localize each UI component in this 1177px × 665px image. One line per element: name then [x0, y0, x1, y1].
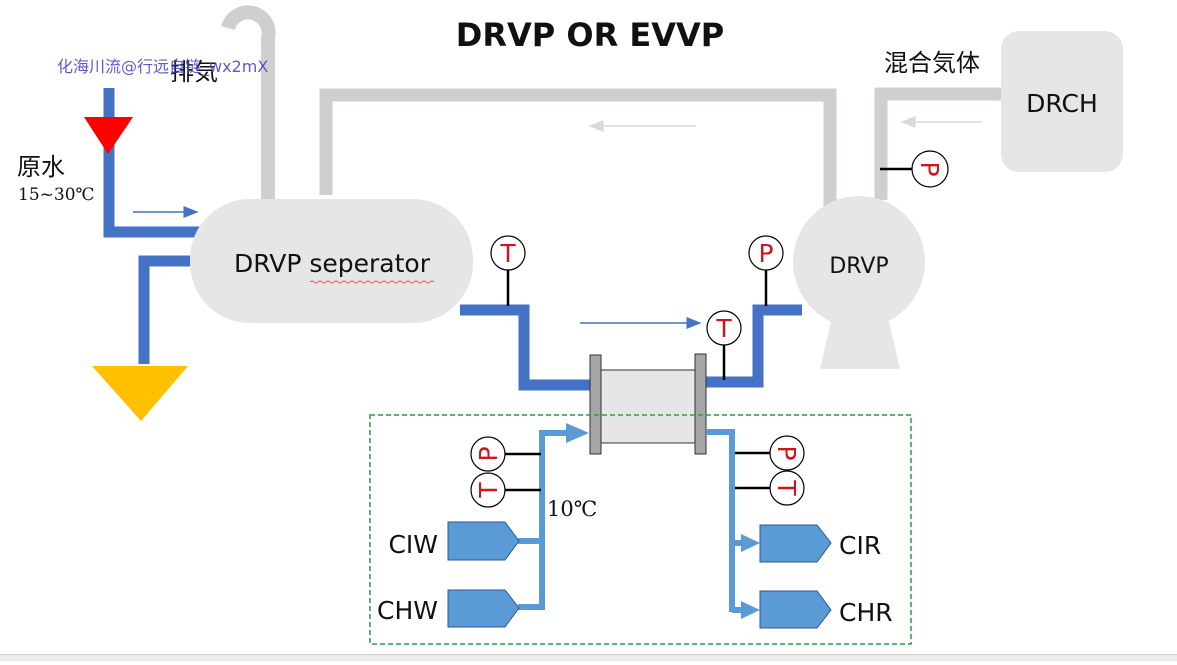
gauge-letter: T [772, 479, 801, 496]
diagram-title: DRVP OR EVVP [456, 16, 724, 54]
vacuum-return-pipe [319, 88, 837, 210]
cooling-return-tag-chr[interactable]: CHR [759, 590, 893, 629]
temperature-gauge-cooling-return[interactable]: T [735, 470, 805, 506]
vacuum-pump[interactable]: DRVP [793, 196, 925, 369]
separator-vessel[interactable] [190, 199, 473, 323]
process-pipe-to-exchanger [460, 304, 592, 391]
tag-label: CHW [377, 596, 438, 625]
cooling-supply-pipe [518, 423, 589, 610]
exhaust-vent-pipe [221, 5, 276, 200]
cooling-water-boundary [369, 414, 912, 645]
mixed-gas-label: 混合気体 [884, 49, 980, 77]
gauge-letter: P [772, 445, 801, 460]
gauge-letter: P [758, 239, 773, 268]
separator-label: DRVP seperator [234, 249, 431, 278]
pressure-gauge-cooling-supply[interactable]: P [470, 436, 541, 472]
process-pipe-to-pump [706, 304, 802, 388]
tag-label: CIR [839, 531, 881, 560]
pressure-gauge-gas-line[interactable]: P [880, 150, 949, 188]
temperature-gauge-exchanger-outlet[interactable]: T [706, 310, 742, 380]
tag-label: CIW [388, 530, 438, 559]
drain-pipe [138, 255, 200, 364]
exchanger-flange-right [694, 353, 707, 455]
pressure-gauge-cooling-return[interactable]: P [735, 435, 805, 471]
temperature-gauge-separator-outlet[interactable]: T [490, 235, 526, 306]
cooling-supply-tag-chw[interactable]: CHW [377, 589, 520, 628]
bottom-bar [0, 654, 1177, 661]
temperature-gauge-cooling-supply[interactable]: T [470, 472, 541, 508]
spellcheck-underline [309, 280, 435, 284]
vacuum-chamber[interactable] [1001, 31, 1123, 172]
gauge-letter: P [915, 161, 944, 176]
chamber-label: DRCH [1026, 89, 1098, 118]
pressure-gauge-pump-inlet[interactable]: P [748, 235, 784, 306]
pump-label: DRVP [829, 254, 888, 279]
gauge-letter: T [499, 239, 516, 268]
watermark: 化海川流@行远自链_wx2mX [57, 57, 268, 77]
inlet-valve-icon [84, 117, 133, 154]
drain-icon [92, 366, 188, 421]
cooling-temp-label: 10℃ [547, 497, 597, 521]
cooling-return-tag-cir[interactable]: CIR [759, 524, 881, 563]
raw-water-temp-label: 15~30℃ [18, 185, 95, 205]
heat-exchanger[interactable] [589, 353, 707, 455]
raw-water-label: 原水 [17, 153, 65, 181]
mixed-gas-pipe [874, 87, 1010, 200]
gauge-letter: T [474, 482, 503, 499]
raw-water-inlet-pipe [103, 88, 200, 238]
cooling-return-pipe [706, 429, 760, 619]
tag-label: CHR [839, 598, 893, 627]
cooling-supply-tag-ciw[interactable]: CIW [388, 521, 520, 561]
exhaust-label: 排気 [170, 58, 218, 86]
exchanger-flange-left [589, 354, 602, 455]
gauge-letter: T [715, 314, 732, 343]
gauge-letter: P [474, 446, 503, 461]
